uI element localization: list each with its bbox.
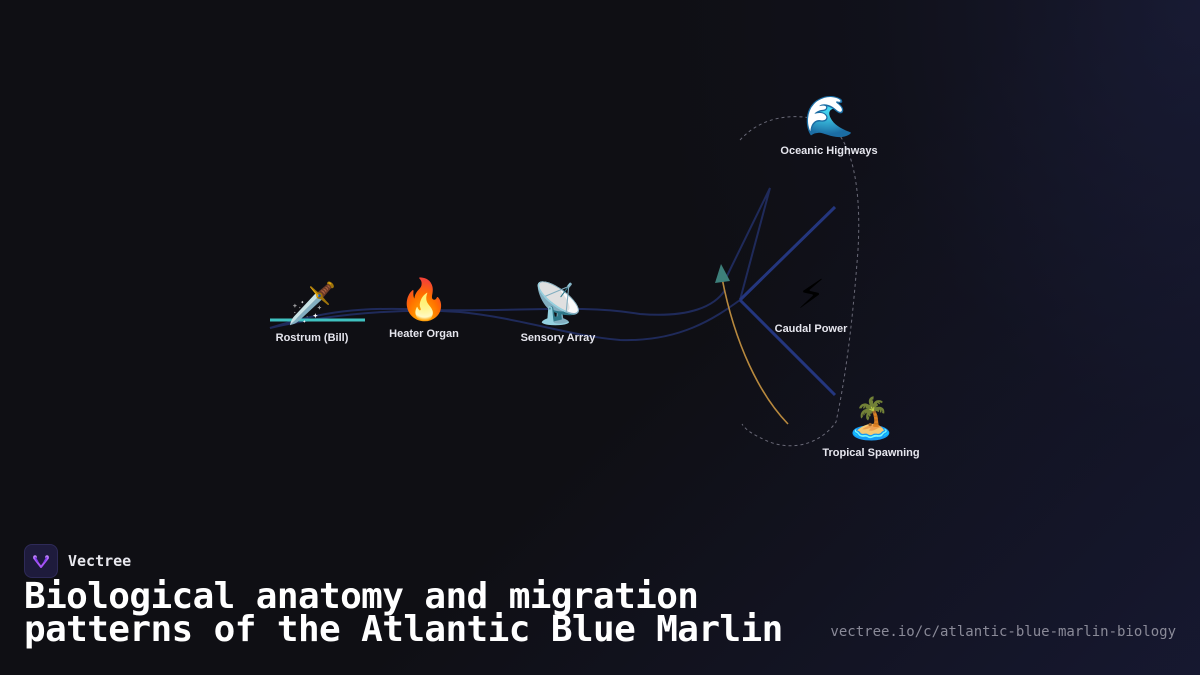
node-label-rostrum: Rostrum (Bill) — [275, 332, 349, 344]
satellite-dish-icon: 📡 — [533, 281, 583, 327]
vectree-logo-icon — [24, 544, 58, 578]
node-heater-organ[interactable]: 🔥 Heater Organ — [389, 276, 459, 340]
node-caudal-power[interactable]: ⚡ Caudal Power — [775, 271, 848, 335]
dorsal-fin — [724, 187, 771, 301]
node-label-heater-organ: Heater Organ — [389, 328, 459, 340]
fire-icon: 🔥 — [399, 277, 449, 323]
tail-fin-lower — [738, 298, 837, 397]
node-label-sensory-array: Sensory Array — [520, 332, 596, 344]
migration-route-dashed — [739, 116, 860, 447]
lightning-icon: ⚡ — [796, 272, 826, 318]
body-outline-upper — [269, 289, 726, 329]
node-oceanic-highways[interactable]: 🌊 Oceanic Highways — [780, 93, 877, 157]
node-sensory-array[interactable]: 📡 Sensory Array — [521, 280, 596, 344]
wave-icon: 🌊 — [804, 94, 854, 140]
migration-arrow-head — [715, 264, 730, 283]
brand[interactable]: Vectree — [24, 544, 131, 578]
node-label-tropical-spawning: Tropical Spawning — [822, 447, 920, 459]
tail-fin-upper — [738, 205, 837, 302]
node-rostrum[interactable]: 🗡️ Rostrum (Bill) — [276, 280, 349, 344]
brand-name: Vectree — [68, 552, 132, 570]
body-outline-lower — [269, 299, 741, 342]
node-tropical-spawning[interactable]: 🏝️ Tropical Spawning — [822, 395, 919, 459]
source-url[interactable]: vectree.io/c/atlantic-blue-marlin-biolog… — [830, 624, 1176, 640]
node-label-oceanic-highways: Oceanic Highways — [780, 145, 878, 157]
migration-arrow-line — [721, 277, 789, 425]
island-icon: 🏝️ — [846, 396, 896, 442]
dagger-icon: 🗡️ — [287, 281, 337, 327]
node-label-caudal-power: Caudal Power — [774, 323, 848, 335]
page-title: Biological anatomy and migration pattern… — [24, 576, 783, 650]
